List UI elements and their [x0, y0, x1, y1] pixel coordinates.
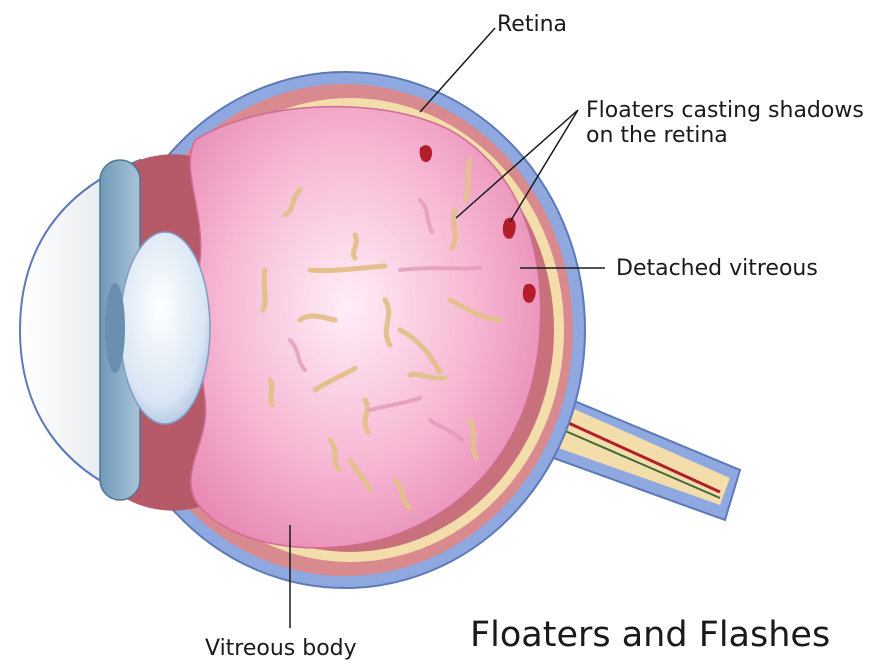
floaters-label-line1: Floaters casting shadows: [586, 98, 864, 123]
floaters-label-line2: on the retina: [586, 123, 864, 148]
retina-label: Retina: [497, 12, 567, 37]
floaters-label: Floaters casting shadows on the retina: [586, 98, 864, 149]
detached-vitreous-label: Detached vitreous: [616, 256, 818, 281]
diagram-title: Floaters and Flashes: [470, 615, 830, 655]
pupil-edge: [105, 283, 125, 373]
vitreous-body-label: Vitreous body: [205, 636, 357, 661]
lens: [120, 232, 210, 424]
